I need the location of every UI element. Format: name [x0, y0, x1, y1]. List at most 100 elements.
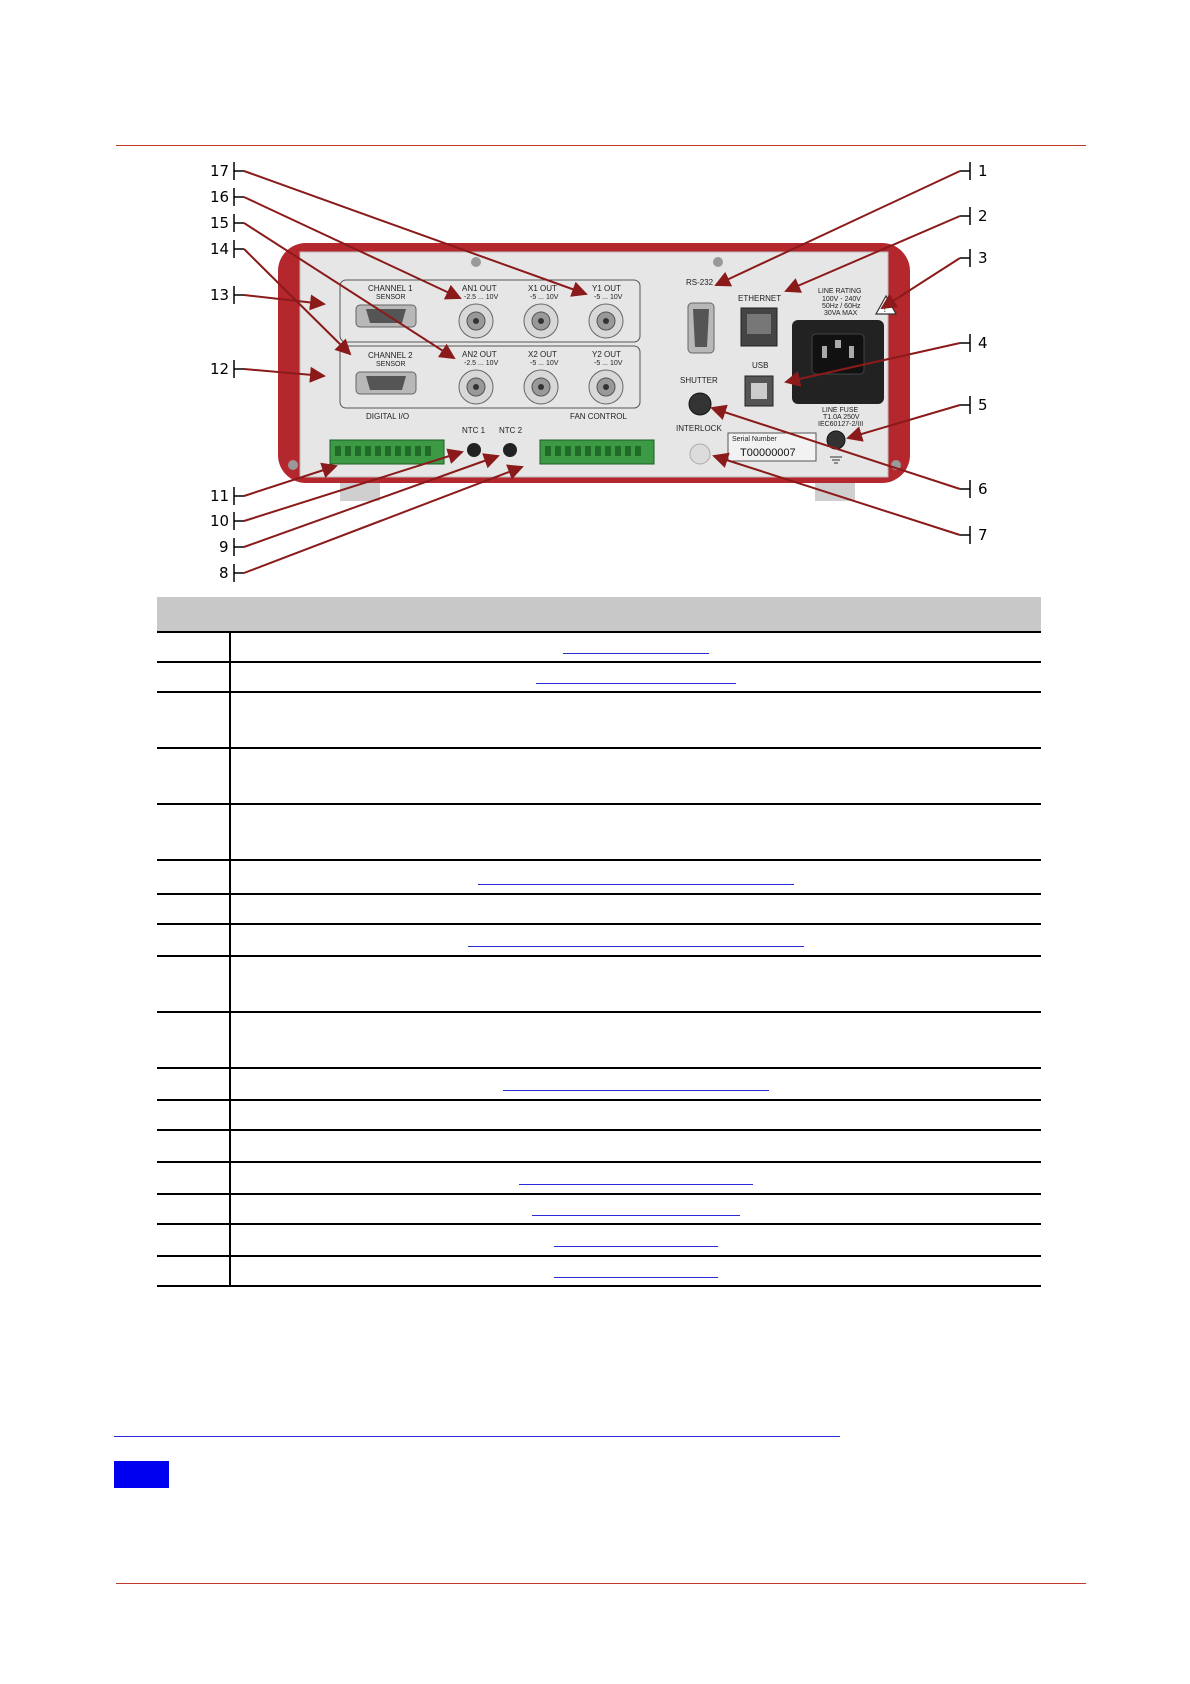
callout-numbers-left: 17 16 15 14 13 12 11 10 9 8 — [210, 162, 229, 582]
svg-text:!: ! — [883, 305, 887, 315]
line-fuse-standard: IEC60127-2/III — [818, 421, 863, 428]
row-description-cell — [230, 662, 1041, 693]
row-number-cell — [157, 748, 231, 805]
callout-8: 8 — [219, 564, 229, 582]
fan-control-terminal-block[interactable] — [539, 439, 655, 465]
cross-reference-link[interactable] — [478, 883, 794, 885]
row-description-cell — [230, 1194, 1041, 1225]
rs232-label: RS-232 — [686, 278, 714, 287]
line-fuse-label: LINE FUSE — [822, 407, 859, 414]
table-row — [157, 1194, 1041, 1225]
cross-reference-link[interactable] — [563, 652, 709, 654]
channel1-sensor-connector[interactable] — [355, 304, 417, 328]
x2-out-bnc[interactable] — [523, 369, 559, 405]
interlock-connector[interactable] — [689, 443, 711, 465]
line-rating-frequency: 50Hz / 60Hz — [822, 303, 861, 310]
cross-reference-link[interactable] — [554, 1246, 718, 1248]
line-fuse-rating: T1.0A 250V — [823, 414, 860, 421]
header-rule — [116, 145, 1086, 146]
x1-out-bnc[interactable] — [523, 303, 559, 339]
row-description-cell — [230, 748, 1041, 805]
an1-out-range: -2.5 ... 10V — [464, 294, 499, 301]
table-header-row — [157, 597, 1041, 633]
cross-reference-link[interactable] — [532, 1214, 740, 1216]
table-row — [157, 956, 1041, 1013]
serial-number-value: T00000007 — [740, 447, 796, 459]
serial-number-label: Serial Number — [732, 436, 777, 443]
table-row — [157, 662, 1041, 693]
row-number-cell — [157, 956, 231, 1013]
rs232-connector[interactable] — [687, 302, 715, 354]
row-number-cell — [157, 662, 231, 693]
callout-14: 14 — [210, 240, 229, 258]
row-number-cell — [157, 692, 231, 749]
link-underline[interactable] — [114, 1436, 840, 1437]
y1-out-bnc[interactable] — [588, 303, 624, 339]
table-row — [157, 804, 1041, 861]
ntc1-label: NTC 1 — [462, 426, 486, 435]
row-description-cell — [230, 860, 1041, 895]
note-marker — [114, 1461, 169, 1488]
table-row — [157, 748, 1041, 805]
table-row — [157, 1256, 1041, 1287]
callout-10: 10 — [210, 512, 229, 530]
line-rating-label: LINE RATING — [818, 288, 861, 295]
ethernet-port[interactable] — [740, 307, 778, 347]
callout-9: 9 — [219, 538, 229, 556]
power-inlet[interactable] — [792, 320, 884, 404]
row-number-cell — [157, 894, 231, 925]
channel1-label: CHANNEL 1 — [368, 284, 413, 293]
table-row — [157, 632, 1041, 663]
y2-out-bnc[interactable] — [588, 369, 624, 405]
line-rating-voltage: 100V - 240V — [822, 296, 861, 303]
callout-11: 11 — [210, 487, 229, 505]
table-row — [157, 1224, 1041, 1257]
shutter-connector[interactable] — [688, 392, 712, 416]
an2-out-label: AN2 OUT — [462, 350, 497, 359]
ethernet-label: ETHERNET — [738, 294, 781, 303]
an2-out-bnc[interactable] — [458, 369, 494, 405]
row-description-cell — [230, 1012, 1041, 1069]
digital-io-terminal-block[interactable] — [329, 439, 445, 465]
channel2-sub: SENSOR — [376, 361, 406, 368]
callout-13: 13 — [210, 286, 229, 304]
row-description-cell — [230, 632, 1041, 663]
callout-brackets-right — [960, 162, 971, 544]
callout-17: 17 — [210, 162, 229, 180]
table-row — [157, 924, 1041, 957]
footer-rule — [116, 1583, 1086, 1584]
ntc1-jack[interactable] — [467, 443, 481, 457]
table-row — [157, 692, 1041, 749]
row-description-cell — [230, 1100, 1041, 1131]
cross-reference-link[interactable] — [503, 1090, 769, 1092]
interlock-label: INTERLOCK — [676, 424, 722, 433]
x2-out-label: X2 OUT — [528, 350, 557, 359]
row-number-cell — [157, 1012, 231, 1069]
callout-arrows — [243, 170, 961, 574]
shutter-label: SHUTTER — [680, 376, 718, 385]
cross-reference-link[interactable] — [554, 1276, 718, 1278]
cross-reference-link[interactable] — [519, 1184, 753, 1186]
callout-1: 1 — [978, 162, 988, 180]
callout-numbers-right: 1 2 3 4 5 6 7 — [978, 162, 988, 544]
table-body — [157, 632, 1041, 1287]
channel1-sub: SENSOR — [376, 294, 406, 301]
y2-out-range: -5 ... 10V — [594, 360, 623, 367]
row-number-cell — [157, 1194, 231, 1225]
line-rating-power: 30VA MAX — [824, 310, 858, 317]
ntc2-jack[interactable] — [503, 443, 517, 457]
y1-out-label: Y1 OUT — [592, 284, 621, 293]
cross-reference-link[interactable] — [536, 682, 736, 684]
callout-4: 4 — [978, 334, 988, 352]
usb-port[interactable] — [744, 375, 774, 407]
channel2-sensor-connector[interactable] — [355, 371, 417, 395]
row-description-cell — [230, 1130, 1041, 1163]
an1-out-bnc[interactable] — [458, 303, 494, 339]
cross-reference-link[interactable] — [468, 946, 804, 948]
rear-panel-figure: CHANNEL 1 SENSOR CHANNEL 2 SENSOR AN1 OU… — [210, 162, 988, 582]
row-description-cell — [230, 956, 1041, 1013]
row-number-cell — [157, 804, 231, 861]
callout-6: 6 — [978, 480, 988, 498]
ground-terminal[interactable] — [826, 430, 846, 464]
component-legend-table — [157, 597, 1041, 1287]
